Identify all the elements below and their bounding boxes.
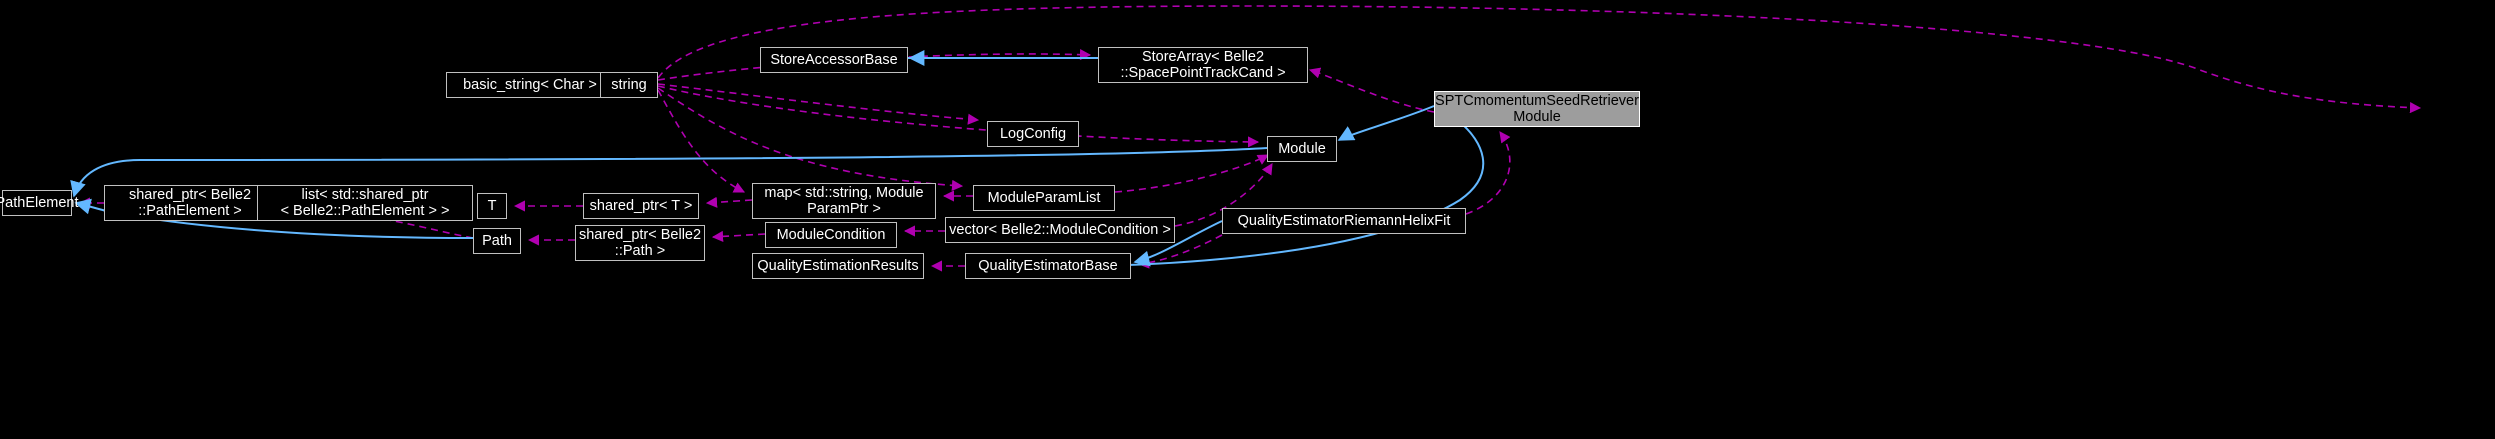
node-label: QualityEstimatorRiemannHelixFit (1237, 213, 1451, 229)
node-label: ModuleCondition (776, 227, 886, 243)
node-label: map< std::string, Module ParamPtr > (764, 185, 924, 217)
node-map-string-moduleparamptr[interactable]: map< std::string, Module ParamPtr > (752, 183, 936, 219)
node-string[interactable]: string (600, 72, 658, 98)
node-shared-ptr-belle2-pathelement[interactable]: shared_ptr< Belle2 ::PathElement > (104, 185, 276, 221)
node-label: QualityEstimatorBase (978, 258, 1118, 274)
node-label: StoreArray< Belle2 ::SpacePointTrackCand… (1120, 49, 1286, 81)
node-label: list< std::shared_ptr < Belle2::PathElem… (280, 187, 450, 219)
node-label: shared_ptr< T > (589, 198, 693, 214)
node-moduleparamlist[interactable]: ModuleParamList (973, 185, 1115, 211)
node-module[interactable]: Module (1267, 136, 1337, 162)
node-basic-string-char[interactable]: basic_string< Char > (446, 72, 614, 98)
node-label: QualityEstimationResults (757, 258, 919, 274)
node-qualityestimationresults[interactable]: QualityEstimationResults (752, 253, 924, 279)
node-label: shared_ptr< Belle2 ::PathElement > (128, 187, 252, 219)
node-qualityestimatorriemannhelixfit[interactable]: QualityEstimatorRiemannHelixFit (1222, 208, 1466, 234)
node-label: Path (482, 233, 512, 249)
node-shared-ptr-t[interactable]: shared_ptr< T > (583, 193, 699, 219)
node-label: PathElement (0, 195, 79, 211)
node-label: shared_ptr< Belle2 ::Path > (578, 227, 702, 259)
node-list-shared-ptr-pathelement[interactable]: list< std::shared_ptr < Belle2::PathElem… (257, 185, 473, 221)
node-pathelement[interactable]: PathElement (0, 190, 79, 216)
node-label: T (487, 198, 497, 214)
node-label: basic_string< Char > (463, 77, 597, 93)
node-path[interactable]: Path (473, 228, 521, 254)
node-label: SPTCmomentumSeedRetriever Module (1435, 93, 1639, 125)
node-logconfig[interactable]: LogConfig (987, 121, 1079, 147)
node-vector-modulecondition[interactable]: vector< Belle2::ModuleCondition > (945, 217, 1175, 243)
node-sptcmomentumseedretrievermodule[interactable]: SPTCmomentumSeedRetriever Module (1434, 91, 1640, 127)
node-t[interactable]: T (477, 193, 507, 219)
node-label: vector< Belle2::ModuleCondition > (949, 222, 1171, 238)
node-label: string (611, 77, 647, 93)
node-label: Module (1278, 141, 1326, 157)
node-label: LogConfig (999, 126, 1067, 142)
node-label: ModuleParamList (987, 190, 1101, 206)
node-shared-ptr-belle2-path[interactable]: shared_ptr< Belle2 ::Path > (575, 225, 705, 261)
node-storeaccessorbase[interactable]: StoreAccessorBase (760, 47, 908, 73)
node-label: StoreAccessorBase (770, 52, 898, 68)
node-storearray-spacepointtrackcand[interactable]: StoreArray< Belle2 ::SpacePointTrackCand… (1098, 47, 1308, 83)
node-modulecondition[interactable]: ModuleCondition (765, 222, 897, 248)
node-qualityestimatorbase[interactable]: QualityEstimatorBase (965, 253, 1131, 279)
